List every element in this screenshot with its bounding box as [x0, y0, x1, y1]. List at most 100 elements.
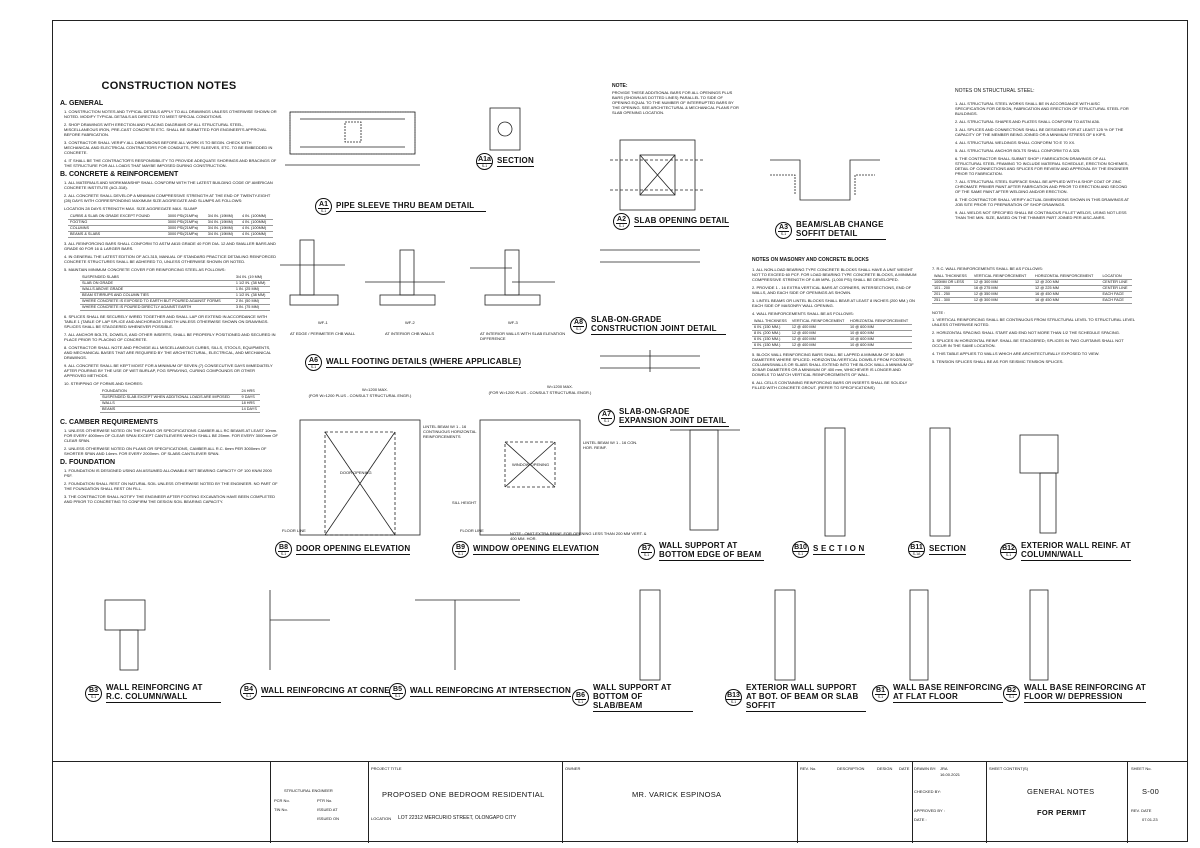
- door-opening-label: DOOR OPENING: [340, 470, 372, 475]
- table-header-cell: VERTICAL REINFORCEMENT: [971, 274, 1034, 280]
- slab-opening-note-text: PROVIDE THESE ADDITIONAL BARS FOR ALL OP…: [612, 89, 739, 115]
- table-cell: 3 IN. (75 MM): [233, 304, 270, 311]
- detail-id: A1: [318, 200, 329, 209]
- table-cell: 3000 PSI(21MPa): [165, 214, 206, 220]
- approved-by-label: APPROVED BY :: [914, 808, 945, 813]
- table-cell: 4 IN. (100MM): [239, 219, 273, 226]
- table-cell: 10 @ 600 MM: [847, 342, 912, 349]
- table-cell: 14 DAYS: [239, 406, 260, 413]
- camber-note: 1. UNLESS OTHERWISE NOTED ON THE PLANS O…: [64, 428, 278, 443]
- table-cell: CENTER LINE: [1100, 285, 1132, 292]
- detail-id: B4: [243, 685, 254, 694]
- detail-title: EXTERIOR WALL REINF. AT COLUMN/WALL: [1021, 541, 1131, 561]
- masonry-notes-list: 1. ALL NON-LOAD BEARING TYPE CONCRETE BL…: [752, 267, 917, 316]
- general-notes: 1. CONSTRUCTION NOTES AND TYPICAL DETAIL…: [64, 109, 278, 168]
- detail-sheet: S-1: [603, 419, 610, 423]
- camber-heading: C. CAMBER REQUIREMENTS: [60, 419, 159, 426]
- window-lintel-label: LINTEL BEAM W/ 1 - 16 CON. HOR. REINF.: [583, 440, 638, 450]
- concrete-note: 3. ALL REINFORCING BARS SHALL CONFORM TO…: [64, 241, 276, 251]
- table-cell: 1 1/2 IN. (38 MM): [233, 292, 270, 299]
- project-title: PROPOSED ONE BEDROOM RESIDENTIAL: [382, 790, 545, 799]
- table-cell: FOUNDATION: [100, 389, 240, 395]
- ptr-no-label: PTR No.: [317, 798, 333, 803]
- table-cell: EACH FACE: [1100, 291, 1132, 298]
- table-cell: 6 IN. (150 MM.): [752, 324, 790, 331]
- detail-id: A6: [308, 356, 319, 365]
- concrete-note: 1. ALL MATERIALS AND WORKMANSHIP SHALL C…: [64, 180, 273, 190]
- detail-id: A3: [778, 224, 789, 232]
- drawing-sheet-border: [52, 20, 1188, 842]
- table-header-cell: HORIZONTAL REINFORCEMENT: [847, 318, 912, 325]
- door-lintel-label: LINTEL BEAM W/ 1 - 16 CONTINUOUS HORIZON…: [423, 424, 477, 439]
- table-cell: 9 DAYS: [239, 394, 260, 401]
- steel-notes-list: 1. ALL STRUCTURAL STEEL WORKS SHALL BE I…: [955, 101, 1130, 220]
- rc-wall-note-label: NOTE :: [932, 310, 946, 315]
- table-cell: 12 @ 225 MM: [1033, 285, 1101, 292]
- table-cell: 12 @ 400 MM: [789, 342, 848, 349]
- steel-note: 2. ALL STRUCTURAL SHAPES AND PLATES SHAL…: [955, 118, 1100, 124]
- window-width: W=1200 MAX.: [547, 384, 573, 389]
- sheet-no: S-00: [1142, 787, 1160, 796]
- detail-title: WALL BASE REINFORCING AT FLAT FLOOR: [893, 683, 1003, 703]
- detail-title: WALL REINFORCING AT CORNER: [261, 686, 396, 697]
- detail-sheet: S-1: [577, 699, 584, 704]
- detail-title: BEAM/SLAB CHANGE SOFFIT DETAIL: [796, 220, 886, 240]
- concrete-note: 9. ALL CONCRETE SHALL BE KEPT MOIST FOR …: [64, 363, 273, 378]
- foundation-note: 2. FOUNDATION SHALL REST ON NATURAL SOIL…: [64, 481, 278, 491]
- steel-heading: NOTES ON STRUCTURAL STEEL:: [955, 88, 1035, 94]
- slab-opening-note-heading: NOTE:: [612, 83, 628, 89]
- detail-title: EXTERIOR WALL SUPPORT AT BOT. OF BEAM OR…: [746, 683, 866, 712]
- table-cell: 10 @ 600 MM: [847, 330, 912, 337]
- table-cell: 16 @ 275 MM: [971, 285, 1034, 292]
- wf1-caption: AT EDGE / PERIMETER CHB WALL: [290, 331, 356, 336]
- table-cell: 1 IN. (25 MM): [233, 286, 270, 293]
- table-cell: 12 @ 350 MM: [971, 291, 1034, 298]
- rc-wall-notes-list: 1. VERTICAL REINFORCING SHALL BE CONTINU…: [932, 317, 1137, 364]
- detail-sheet: S-1: [310, 364, 317, 369]
- main-title: CONSTRUCTION NOTES: [101, 80, 237, 92]
- construction-notes-column: CONSTRUCTION NOTES A. GENERAL 1. CONSTRU…: [60, 80, 278, 507]
- door-floor-label: FLOOR LINE: [282, 528, 306, 533]
- project-title-label: PROJECT TITLE: [371, 766, 402, 771]
- concrete-heading: B. CONCRETE & REINFORCEMENT: [60, 171, 179, 178]
- rc-wall-note: 1. VERTICAL REINFORCING SHALL BE CONTINU…: [932, 317, 1135, 327]
- detail-sheet: S-1: [90, 695, 97, 699]
- table-cell: 18 HRS: [239, 400, 260, 407]
- table-row: SUSPENDED SLAB EXCEPT WHEN ADDITIONAL LO…: [100, 394, 260, 401]
- table-cell: WALLS ABOVE GRADE: [80, 286, 234, 293]
- table-cell: 6 IN. (150 MM.): [752, 342, 790, 349]
- table-cell: 3/4 IN. (19MM): [205, 231, 240, 238]
- detail-title: WALL REINFORCING AT INTERSECTION: [410, 686, 571, 697]
- table-cell: 3/4 IN. (19MM): [205, 225, 240, 232]
- table-header-cell: WALL THICKNESS: [932, 274, 972, 280]
- steel-note: 4. ALL STRUCTURAL WELDINGS SHALL CONFORM…: [955, 139, 1076, 145]
- table-row: WHERE CONCRETE IS EXPOSED TO EARTH BUT P…: [80, 298, 270, 305]
- table-cell: 3000 PSI(21MPa): [165, 231, 206, 238]
- steel-note: 6. THE CONTRACTOR SHALL SUBMIT SHOP / FA…: [955, 155, 1129, 176]
- rc-wall-note: 2. HORIZONTAL SPACING SHALL START AND EN…: [932, 330, 1120, 335]
- steel-note: 5. ALL STRUCTURAL ANCHOR BOLTS SHALL CON…: [955, 147, 1081, 153]
- rc-wall-note: 3. SPLICES IN HORIZONTAL REINF. SHALL BE…: [932, 338, 1124, 348]
- table-cell: 100MM OR LESS: [932, 279, 972, 286]
- rc-wall-note: 5. TENSION SPLICES SHALL BE AS FOR SEISM…: [932, 359, 1064, 364]
